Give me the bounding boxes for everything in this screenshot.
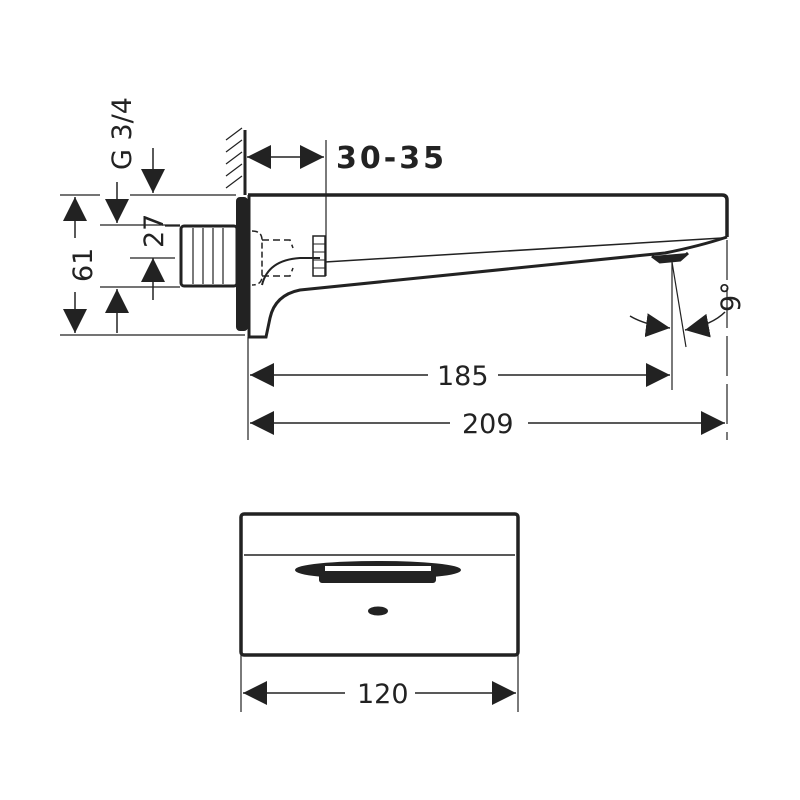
label-length: 209: [462, 409, 514, 440]
label-height-total: 61: [68, 248, 99, 282]
label-angle: 9°: [716, 281, 747, 312]
label-wall-distance: 30-35: [336, 141, 447, 176]
label-thread: G 3/4: [107, 97, 138, 170]
wall-hatching: [225, 127, 247, 195]
spout-side-view: [179, 193, 729, 339]
label-thread-height: 27: [139, 214, 170, 248]
label-width: 120: [357, 679, 409, 710]
spout-front-view: [239, 512, 520, 657]
label-projection: 185: [437, 361, 489, 392]
